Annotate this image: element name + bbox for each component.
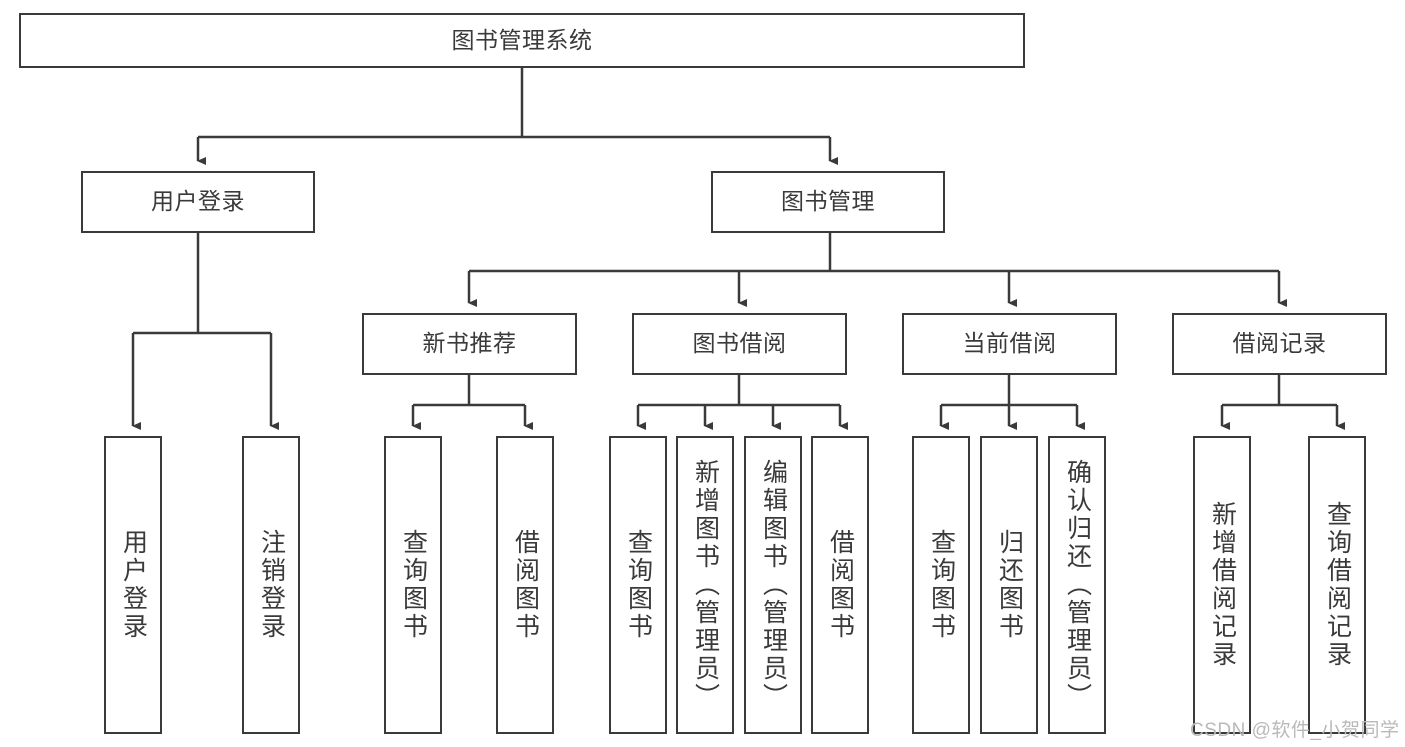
- node-label: 借阅记录: [1232, 330, 1327, 357]
- node-borrow-record[interactable]: 借阅记录: [1172, 313, 1387, 375]
- node-label: 当前借阅: [962, 330, 1057, 357]
- node-label: 图书借阅: [692, 330, 787, 357]
- leaf-recommend-query-book[interactable]: 查询图书: [384, 436, 442, 734]
- leaf-current-confirm-return-admin[interactable]: 确认归还（管理员）: [1048, 436, 1106, 734]
- node-label: 查询借阅记录: [1323, 501, 1352, 669]
- leaf-user-logout[interactable]: 注销登录: [242, 436, 300, 734]
- node-label: 用户登录: [119, 529, 148, 641]
- node-label: 查询图书: [624, 529, 653, 641]
- node-label: 归还图书: [995, 529, 1024, 641]
- leaf-current-return-book[interactable]: 归还图书: [980, 436, 1038, 734]
- node-label: 借阅图书: [511, 529, 540, 641]
- node-new-book-recommend[interactable]: 新书推荐: [362, 313, 577, 375]
- node-book-management[interactable]: 图书管理: [711, 171, 945, 233]
- node-label: 用户登录: [151, 188, 245, 215]
- leaf-user-login[interactable]: 用户登录: [104, 436, 162, 734]
- node-label: 新增图书（管理员）: [691, 459, 720, 711]
- leaf-borrow-add-book-admin[interactable]: 新增图书（管理员）: [676, 436, 734, 734]
- leaf-borrow-edit-book-admin[interactable]: 编辑图书（管理员）: [744, 436, 802, 734]
- leaf-current-query-book[interactable]: 查询图书: [912, 436, 970, 734]
- node-label: 注销登录: [257, 529, 286, 641]
- node-root-system[interactable]: 图书管理系统: [19, 13, 1025, 68]
- leaf-record-add-record[interactable]: 新增借阅记录: [1193, 436, 1251, 734]
- node-label: 确认归还（管理员）: [1063, 459, 1092, 711]
- leaf-recommend-borrow-book[interactable]: 借阅图书: [496, 436, 554, 734]
- node-label: 图书管理: [781, 188, 875, 215]
- leaf-borrow-borrow-book[interactable]: 借阅图书: [811, 436, 869, 734]
- node-label: 查询图书: [399, 529, 428, 641]
- node-user-login[interactable]: 用户登录: [81, 171, 315, 233]
- node-label: 新书推荐: [422, 330, 517, 357]
- node-book-borrow[interactable]: 图书借阅: [632, 313, 847, 375]
- node-current-borrow[interactable]: 当前借阅: [902, 313, 1117, 375]
- leaf-record-query-record[interactable]: 查询借阅记录: [1308, 436, 1366, 734]
- node-label: 图书管理系统: [451, 26, 593, 53]
- leaf-borrow-query-book[interactable]: 查询图书: [609, 436, 667, 734]
- node-label: 查询图书: [927, 529, 956, 641]
- csdn-watermark: CSDN @软件_小贺同学: [1190, 720, 1400, 741]
- node-label: 借阅图书: [826, 529, 855, 641]
- node-label: 新增借阅记录: [1208, 501, 1237, 669]
- node-label: 编辑图书（管理员）: [759, 459, 788, 711]
